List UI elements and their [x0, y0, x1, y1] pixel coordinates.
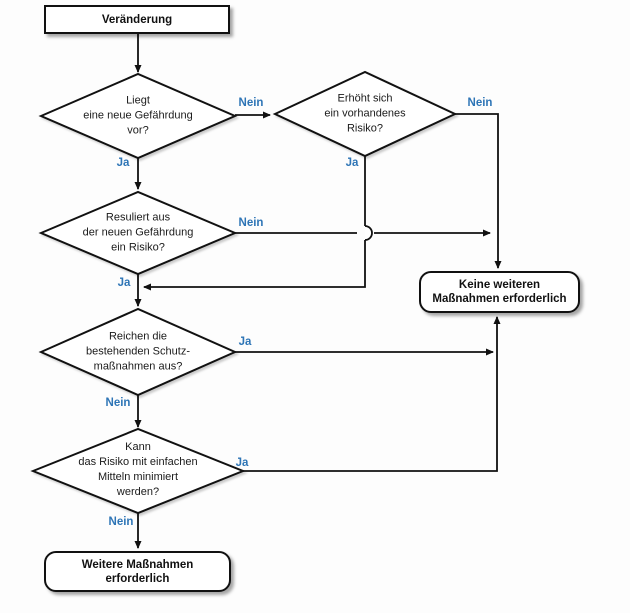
decision-results-risk-shape	[38, 190, 238, 276]
edge-label-d4-ja: Ja	[238, 336, 252, 348]
decision-protection-sufficient-text: Reichen die bestehenden Schutz- maßnahme…	[86, 330, 190, 373]
decision-simple-means-text: Kann das Risiko mit einfachen Mitteln mi…	[78, 441, 198, 498]
edge-label-d3-nein: Nein	[238, 217, 264, 229]
decision-new-hazard-shape	[38, 72, 238, 160]
decision-existing-risk-shape	[272, 70, 458, 158]
edge-label-d3-ja: Ja	[117, 277, 131, 289]
edge-label-d5-nein: Nein	[108, 516, 134, 528]
end-box-further-measures: Weitere Maßnahmen erforderlich	[44, 551, 231, 592]
decision-simple-means-shape	[30, 427, 246, 515]
edge-label-d5-ja: Ja	[235, 457, 249, 469]
edge-label-d2-nein: Nein	[467, 97, 493, 109]
edge-label-d1-ja: Ja	[116, 157, 130, 169]
edge-label-d1-nein: Nein	[238, 97, 264, 109]
end-box-no-further-measures: Keine weiteren Maßnahmen erforderlich	[419, 271, 580, 313]
edge-d2-ja-line-hop	[364, 225, 373, 241]
decision-new-hazard-text: Liegt eine neue Gefährdung vor?	[83, 94, 193, 137]
edge-d2-nein-to-endbox	[455, 113, 502, 269]
edge-label-d2-ja: Ja	[345, 157, 359, 169]
edge-d2-ja-lower-join	[143, 240, 366, 291]
edge-label-d4-nein: Nein	[105, 397, 131, 409]
decision-protection-sufficient-shape	[38, 307, 238, 397]
start-box-veraenderung: Veränderung	[44, 5, 230, 34]
decision-results-risk-text: Resuliert aus der neuen Gefährdung ein R…	[82, 211, 194, 254]
decision-existing-risk-text: Erhöht sich ein vorhandenes Risiko?	[324, 92, 406, 135]
edge-d5-ja-to-endbox	[243, 316, 501, 472]
